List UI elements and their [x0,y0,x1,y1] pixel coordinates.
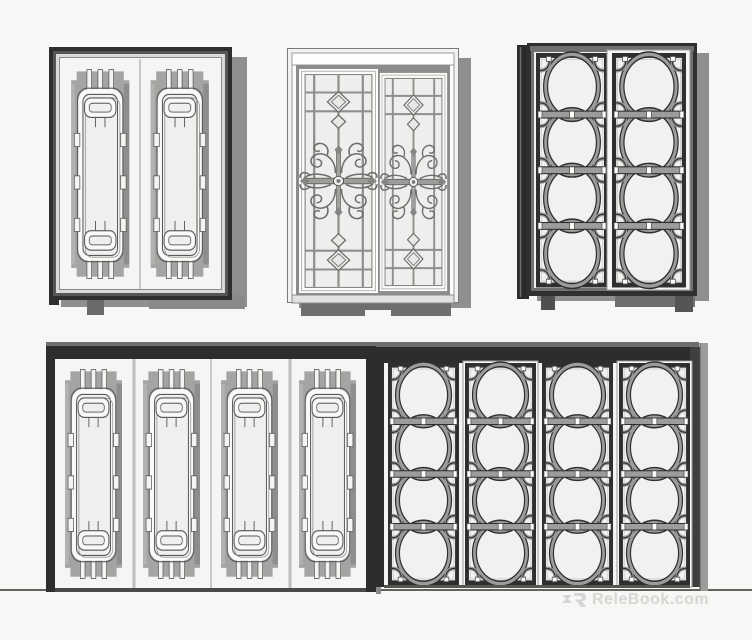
door-leaf-1 [65,370,122,579]
door-top-left [49,47,249,319]
door-top-center [287,48,477,320]
door-leaf-2 [132,359,200,590]
door-bottom-right [374,339,712,595]
door-panel-3 [544,362,611,586]
door-panel-2 [462,361,539,587]
door-leaf-right [140,59,219,289]
door-panel-right [379,72,447,291]
watermark: ReleBook.com [561,589,709,611]
door-panel-left [538,52,606,288]
door-leaf-left [61,59,140,289]
door-panel-right [606,49,691,290]
door-leaf-3 [210,359,278,590]
watermark-text: ReleBook.com [592,591,710,608]
door-track [55,588,366,592]
door-bottom-left [44,342,384,598]
door-panel-4 [616,361,693,587]
door-sill [291,294,455,304]
door-leaf-4 [288,359,356,590]
door-track [384,585,690,588]
door-top-right [517,43,709,315]
relebook-logo-icon [562,593,586,607]
door-panel-1 [390,362,457,586]
door-panel-left [299,68,379,293]
